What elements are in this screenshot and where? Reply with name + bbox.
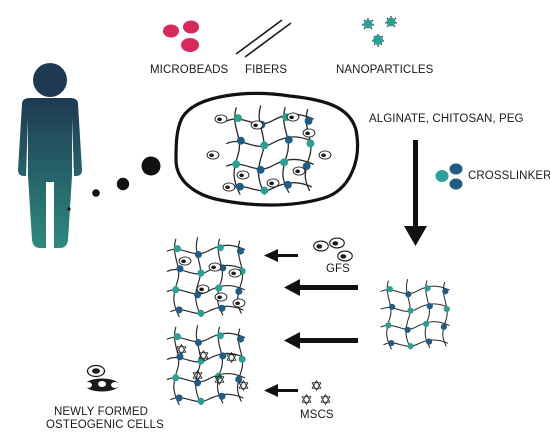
trail-dots [67,156,161,211]
person-icon [18,63,82,248]
osteogenic-cells-icon [84,364,119,392]
crosslinked-hydrogel [380,278,451,350]
label-newly-formed-line2: OSTEOGENIC CELLS [46,419,164,431]
label-gfs: GFS [326,263,350,275]
label-microbeads: MICROBEADS [150,64,229,76]
nanoparticles-icon [361,16,398,47]
label-nanoparticles: NANOPARTICLES [336,64,434,76]
mscs-icon [301,380,331,405]
label-polymers: ALGINATE, CHITOSAN, PEG [369,113,524,125]
crosslink-arrow [404,140,427,246]
hydrogel-with-mscs [166,324,249,406]
hydrogel-with-gfs [166,236,247,318]
arrow-bottom-large [284,332,358,349]
gfs-icon [313,237,353,262]
label-fibers: FIBERS [245,64,288,76]
microbeads-icon [163,20,199,52]
label-newly-formed: NEWLY FORMED OSTEOGENIC CELLS [46,406,164,432]
arrow-gfs-small [264,249,298,262]
label-mscs: MSCS [300,409,334,421]
fibers-icon [235,19,292,58]
crosslinker-icon [435,163,463,190]
arrow-mscs-small [264,384,298,397]
label-newly-formed-line1: NEWLY FORMED [53,406,149,418]
label-crosslinker: CROSSLINKER [468,170,550,182]
implant-blob [174,91,360,207]
arrow-top-large [284,279,358,296]
